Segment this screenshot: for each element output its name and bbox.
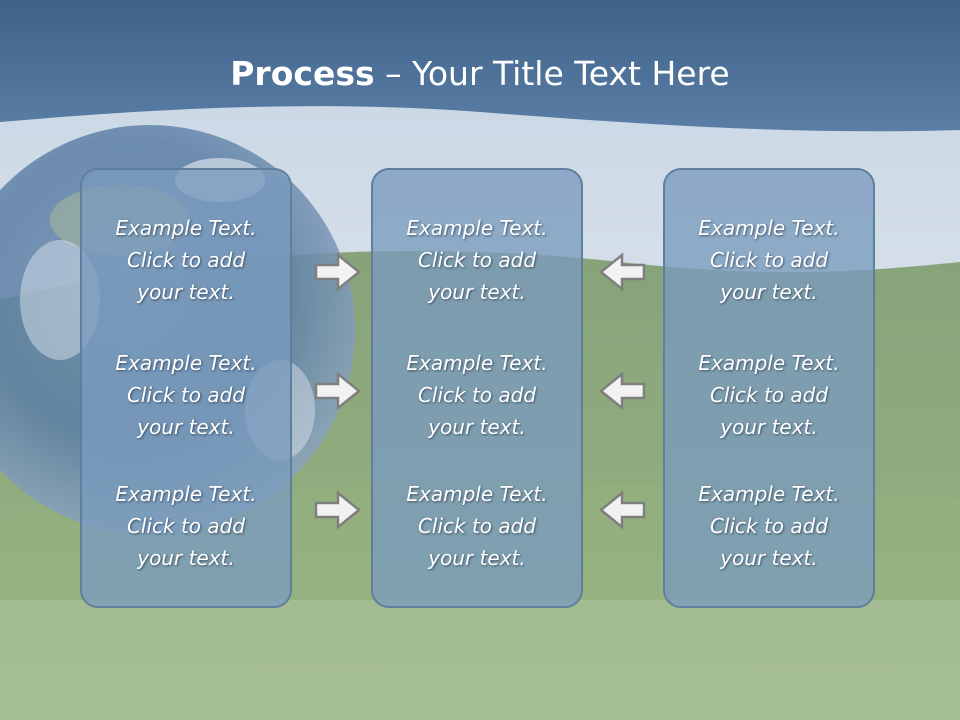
text-line: Click to add	[709, 248, 829, 272]
title-rest-part: – Your Title Text Here	[374, 54, 730, 93]
arrow-right-icon[interactable]	[314, 252, 362, 292]
text-line: Example Text.	[698, 351, 840, 375]
text-block[interactable]: Example Text. Click to add your text.	[665, 212, 873, 308]
text-block[interactable]: Example Text. Click to add your text.	[82, 212, 290, 308]
text-line: Click to add	[709, 383, 829, 407]
text-line: Click to add	[417, 248, 537, 272]
text-block[interactable]: Example Text. Click to add your text.	[82, 347, 290, 443]
text-line: your text.	[137, 280, 235, 304]
text-line: Example Text.	[698, 482, 840, 506]
text-line: Click to add	[126, 248, 246, 272]
text-line: Click to add	[417, 514, 537, 538]
text-line: your text.	[428, 415, 526, 439]
slide-title[interactable]: Process – Your Title Text Here	[0, 52, 960, 96]
text-line: your text.	[720, 280, 818, 304]
text-line: your text.	[428, 280, 526, 304]
text-line: Example Text.	[406, 216, 548, 240]
text-line: your text.	[137, 415, 235, 439]
text-line: Click to add	[709, 514, 829, 538]
text-line: Example Text.	[115, 351, 257, 375]
text-line: your text.	[720, 415, 818, 439]
text-line: Example Text.	[406, 351, 548, 375]
text-line: Example Text.	[115, 482, 257, 506]
text-line: Click to add	[126, 514, 246, 538]
text-line: your text.	[428, 546, 526, 570]
text-block[interactable]: Example Text. Click to add your text.	[373, 478, 581, 574]
panel-left[interactable]: Example Text. Click to add your text. Ex…	[80, 168, 292, 608]
text-line: your text.	[720, 546, 818, 570]
text-block[interactable]: Example Text. Click to add your text.	[373, 212, 581, 308]
arrow-left-icon[interactable]	[598, 371, 646, 411]
text-line: Click to add	[126, 383, 246, 407]
text-block[interactable]: Example Text. Click to add your text.	[665, 478, 873, 574]
arrow-right-icon[interactable]	[314, 371, 362, 411]
text-line: Click to add	[417, 383, 537, 407]
text-line: Example Text.	[406, 482, 548, 506]
text-block[interactable]: Example Text. Click to add your text.	[82, 478, 290, 574]
arrow-left-icon[interactable]	[598, 252, 646, 292]
title-bold-part: Process	[230, 54, 375, 93]
arrow-left-icon[interactable]	[598, 490, 646, 530]
panel-right[interactable]: Example Text. Click to add your text. Ex…	[663, 168, 875, 608]
panel-middle[interactable]: Example Text. Click to add your text. Ex…	[371, 168, 583, 608]
text-line: Example Text.	[115, 216, 257, 240]
arrow-right-icon[interactable]	[314, 490, 362, 530]
text-line: Example Text.	[698, 216, 840, 240]
text-block[interactable]: Example Text. Click to add your text.	[373, 347, 581, 443]
text-line: your text.	[137, 546, 235, 570]
text-block[interactable]: Example Text. Click to add your text.	[665, 347, 873, 443]
